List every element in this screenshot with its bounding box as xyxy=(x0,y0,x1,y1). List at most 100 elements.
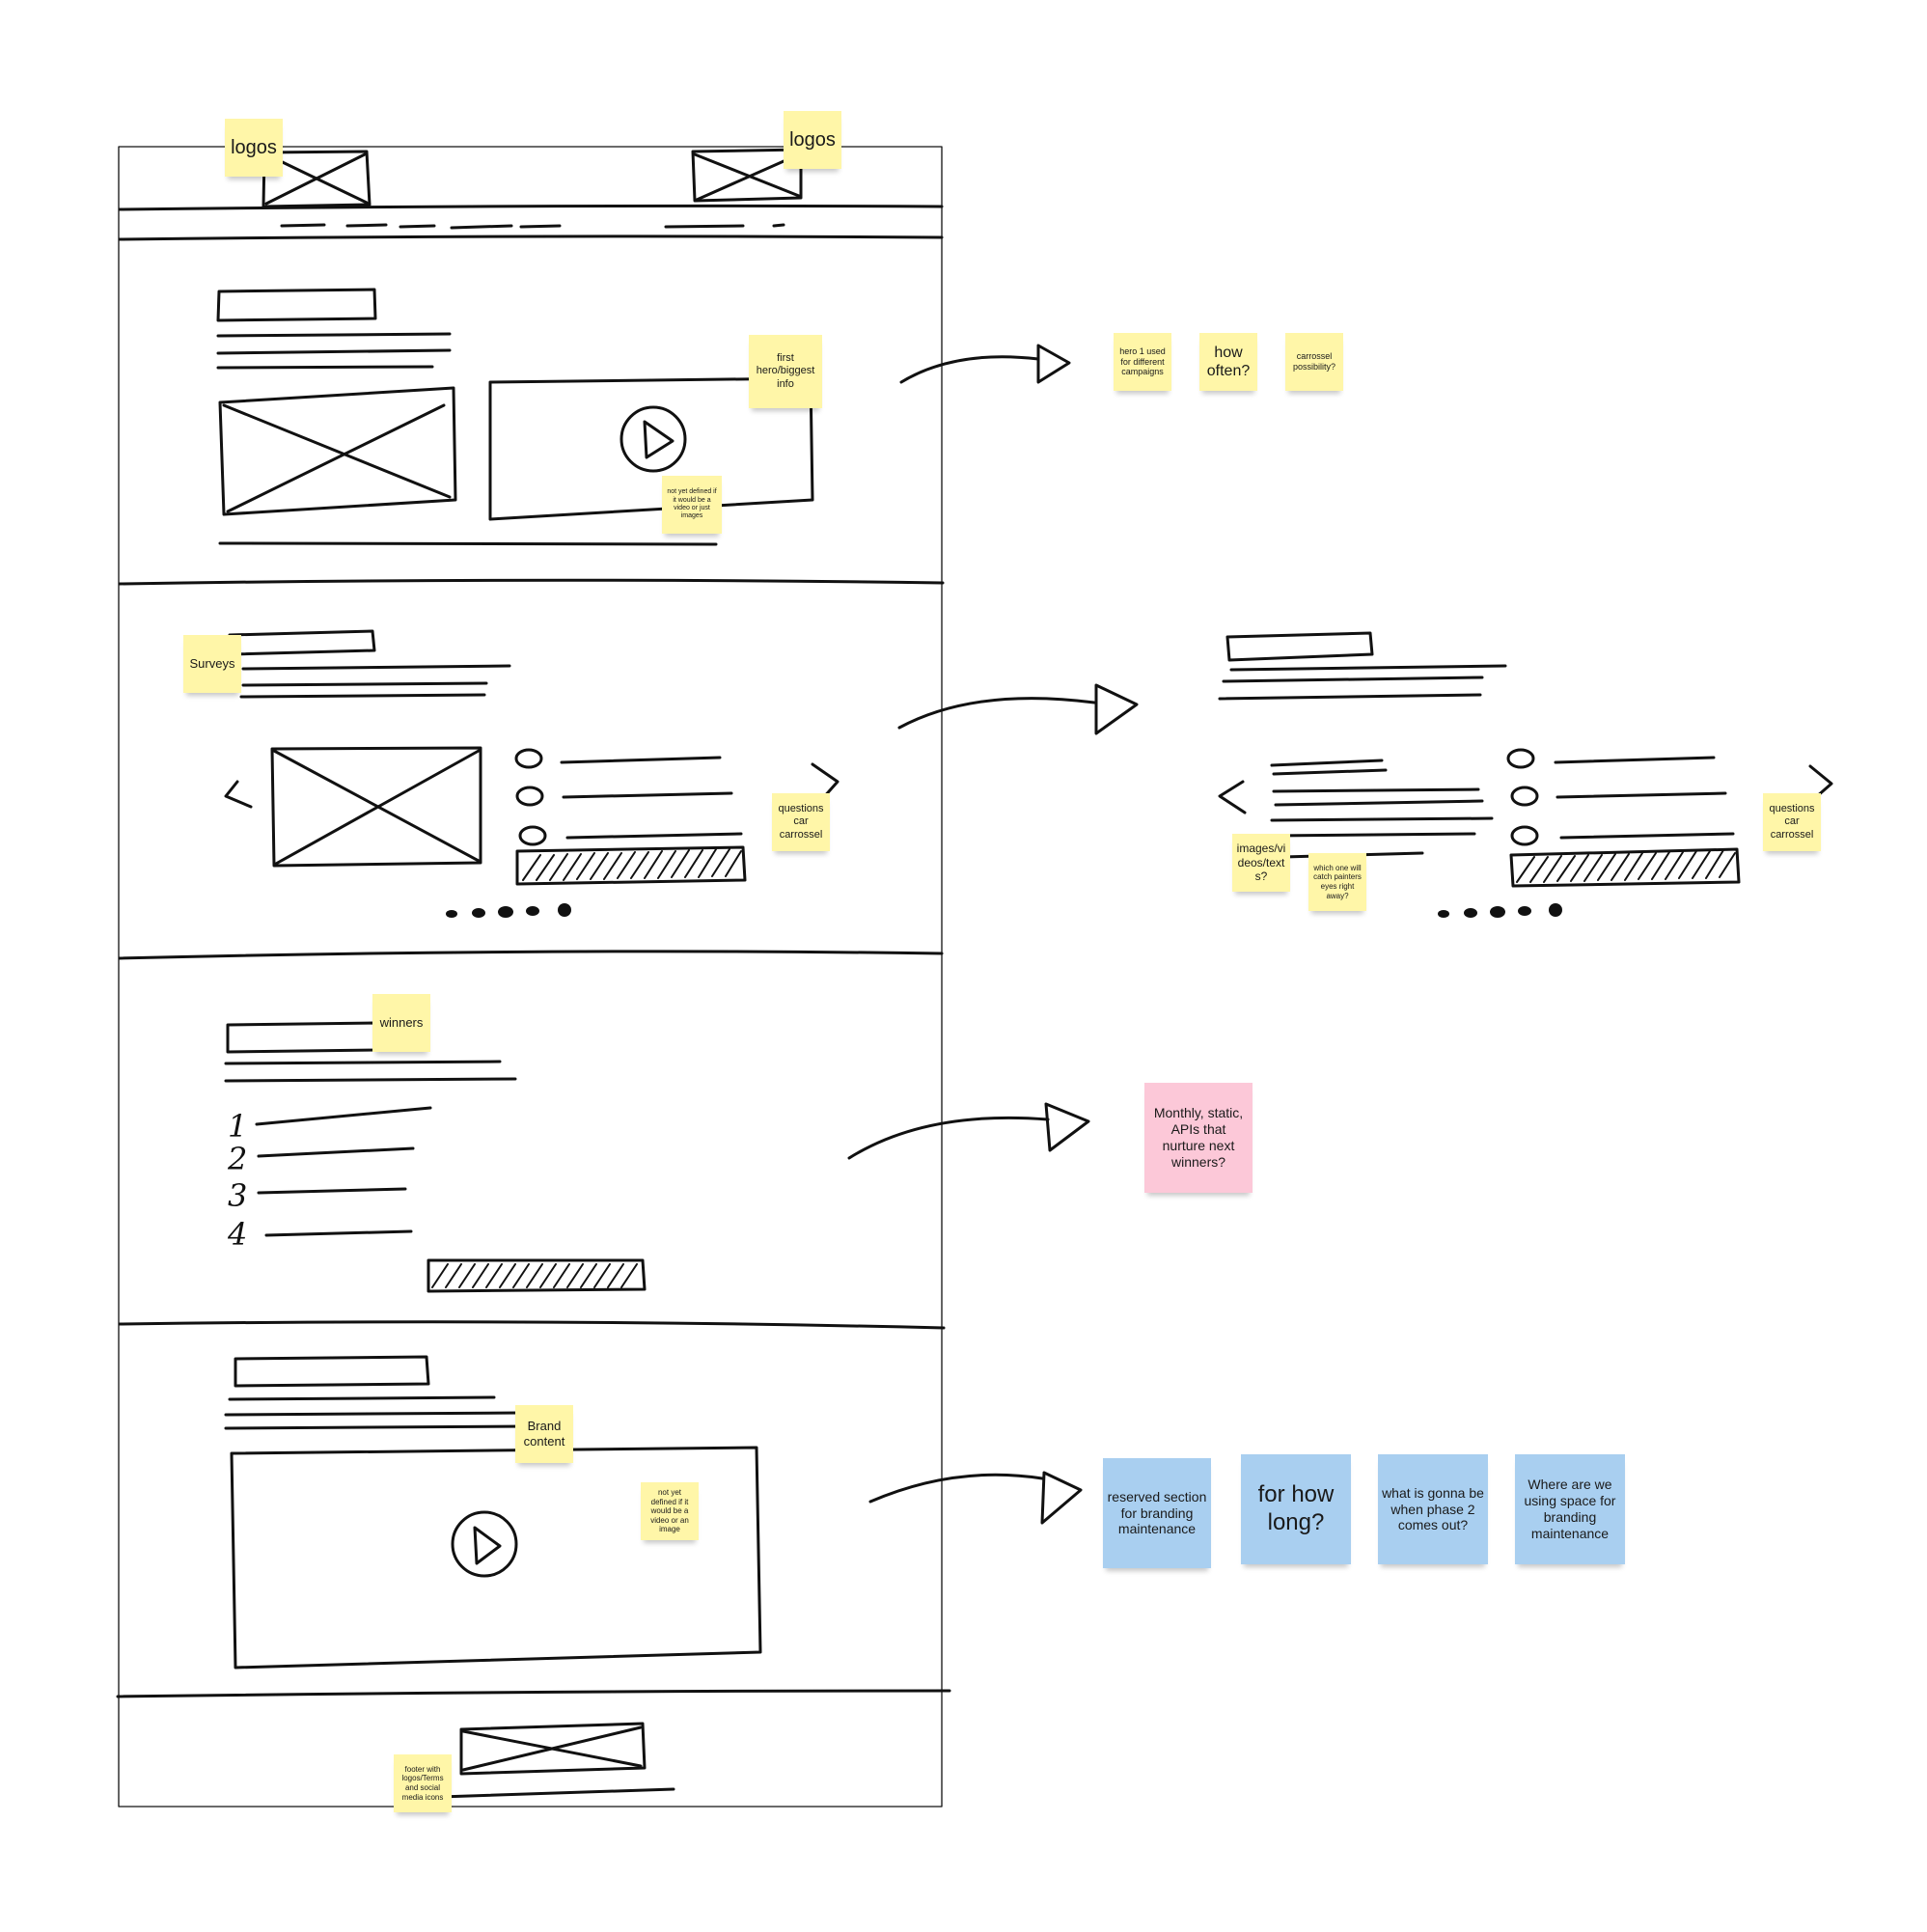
detail-hatched-fill xyxy=(1516,849,1736,883)
sticky-winners-monthly[interactable]: Monthly, static, APIs that nurture next … xyxy=(1144,1083,1253,1193)
sticky-brand-phase-2[interactable]: what is gonna be when phase 2 comes out? xyxy=(1378,1454,1488,1564)
sticky-brand-how-long[interactable]: for how long? xyxy=(1241,1454,1351,1564)
header-logo-right-box xyxy=(691,148,803,203)
sticky-hero-campaigns-text: hero 1 used for different campaigns xyxy=(1119,345,1166,377)
detail-next-arrow xyxy=(1808,764,1833,799)
surveys-image-x xyxy=(272,749,481,866)
surveys-text-lines xyxy=(239,664,511,699)
sticky-hero-media-note-text: not yet defined if it would be a video o… xyxy=(667,488,717,520)
header-line-bottom xyxy=(118,235,944,241)
sticky-brand-media-note-text: not yet defined if it would be a video o… xyxy=(650,1488,689,1534)
sticky-detail-catch-eyes-text: which one will catch painters eyes right… xyxy=(1313,863,1362,900)
sticky-logos-right[interactable]: logos xyxy=(784,111,841,169)
surveys-wireframe xyxy=(118,629,944,960)
sticky-winners-monthly-text: Monthly, static, APIs that nurture next … xyxy=(1153,1105,1244,1170)
footer-logo-x xyxy=(461,1725,643,1772)
sticky-surveys-carousel-text: questions car carrossel xyxy=(778,803,824,841)
detail-hatched-button xyxy=(1509,847,1741,888)
sticky-winners[interactable]: winners xyxy=(372,994,430,1052)
sticky-logos-left-text: logos xyxy=(231,137,277,158)
brand-divider xyxy=(116,1689,951,1698)
detail-text-block xyxy=(1270,759,1494,859)
sticky-hero-how-often-text: how often? xyxy=(1206,344,1251,379)
winners-rank-4: 4 xyxy=(227,1216,247,1253)
winners-wireframe xyxy=(118,1021,946,1330)
sticky-footer[interactable]: footer with logos/Terms and social media… xyxy=(394,1754,452,1812)
wireframe-page-frame xyxy=(118,146,943,1808)
sticky-hero-how-often[interactable]: how often? xyxy=(1199,333,1257,391)
hero-underline xyxy=(218,541,718,546)
sticky-detail-carousel[interactable]: questions car carrossel xyxy=(1763,793,1821,851)
hero-image-x xyxy=(222,403,452,513)
sticky-surveys-carousel[interactable]: questions car carrossel xyxy=(772,793,830,851)
footer-logo-box xyxy=(459,1722,647,1776)
sticky-detail-media-types-text: images/videos/texts? xyxy=(1236,842,1286,884)
winners-divider xyxy=(118,1320,946,1330)
winners-rank-3: 3 xyxy=(228,1177,247,1214)
hero-play-circle xyxy=(619,405,687,473)
sticky-surveys-text: Surveys xyxy=(189,656,235,672)
detail-options xyxy=(1506,748,1735,846)
sticky-hero-media-note[interactable]: not yet defined if it would be a video o… xyxy=(662,476,722,534)
header-line-top xyxy=(118,204,944,211)
surveys-detail-wireframe xyxy=(1218,631,1833,918)
sticky-hero-campaigns[interactable]: hero 1 used for different campaigns xyxy=(1114,333,1171,391)
sticky-surveys[interactable]: Surveys xyxy=(183,635,241,693)
winners-text-lines xyxy=(224,1060,517,1083)
sticky-hero-first-info[interactable]: first hero/biggest info xyxy=(749,335,822,408)
winners-rank-2: 2 xyxy=(227,1141,247,1177)
sticky-brand-reserved[interactable]: reserved section for branding maintenanc… xyxy=(1103,1458,1211,1568)
hero-wireframe xyxy=(118,288,945,586)
header-nav-dashes xyxy=(280,223,785,230)
winners-title-box xyxy=(226,1021,378,1054)
detail-pagination-dots xyxy=(1438,903,1562,918)
brand-title-box xyxy=(234,1355,430,1388)
detail-text-lines xyxy=(1218,664,1507,701)
surveys-prev-arrow xyxy=(224,780,253,809)
hero-text-lines xyxy=(216,332,452,370)
header-logo-left-x xyxy=(264,152,369,206)
header-wireframe xyxy=(118,148,944,241)
sticky-detail-carousel-text: questions car carrossel xyxy=(1769,803,1815,841)
sticky-brand-space[interactable]: Where are we using space for branding ma… xyxy=(1515,1454,1625,1564)
hero-play-triangle xyxy=(643,420,674,459)
detail-prev-arrow xyxy=(1218,780,1247,814)
sticky-logos-right-text: logos xyxy=(789,129,836,151)
sticky-brand-how-long-text: for how long? xyxy=(1257,1481,1335,1535)
sticky-detail-media-types[interactable]: images/videos/texts? xyxy=(1232,834,1290,892)
sticky-footer-text: footer with logos/Terms and social media… xyxy=(401,1764,444,1802)
winners-rank-lines xyxy=(255,1106,432,1237)
detail-title-box xyxy=(1225,631,1374,662)
arrow-surveys xyxy=(897,683,1139,735)
brand-play-triangle xyxy=(473,1526,502,1565)
arrow-brand xyxy=(868,1471,1083,1525)
sticky-hero-first-info-text: first hero/biggest info xyxy=(756,352,815,390)
surveys-image-box xyxy=(270,746,482,868)
sticky-brand-reserved-text: reserved section for branding maintenanc… xyxy=(1107,1488,1207,1537)
arrow-hero xyxy=(899,344,1071,384)
sticky-brand-content[interactable]: Brand content xyxy=(515,1405,573,1463)
hero-divider xyxy=(118,578,945,586)
sticky-hero-carrossel[interactable]: carrossel possibility? xyxy=(1285,333,1343,391)
sticky-detail-catch-eyes[interactable]: which one will catch painters eyes right… xyxy=(1308,853,1366,911)
connector-arrows xyxy=(847,344,1139,1525)
header-logo-left-box xyxy=(262,150,372,208)
sticky-brand-phase-2-text: what is gonna be when phase 2 comes out? xyxy=(1382,1484,1484,1533)
sticky-brand-media-note[interactable]: not yet defined if it would be a video o… xyxy=(641,1482,699,1540)
sticky-hero-carrossel-text: carrossel possibility? xyxy=(1292,351,1336,372)
winners-rank-1: 1 xyxy=(228,1108,247,1145)
surveys-hatched-fill xyxy=(522,848,742,881)
surveys-pagination-dots xyxy=(446,903,571,918)
sticky-brand-space-text: Where are we using space for branding ma… xyxy=(1524,1477,1616,1541)
footer-wireframe xyxy=(438,1722,675,1799)
winners-rank-numbers: 1 2 3 4 xyxy=(227,1108,247,1253)
brand-text-lines xyxy=(224,1395,529,1430)
arrow-winners xyxy=(847,1102,1090,1160)
surveys-options xyxy=(514,748,743,846)
sticky-logos-left[interactable]: logos xyxy=(225,119,283,177)
hero-video-box xyxy=(488,376,814,521)
brand-video-box xyxy=(230,1446,762,1670)
footer-line xyxy=(438,1787,675,1799)
sticky-brand-content-text: Brand content xyxy=(523,1419,565,1449)
